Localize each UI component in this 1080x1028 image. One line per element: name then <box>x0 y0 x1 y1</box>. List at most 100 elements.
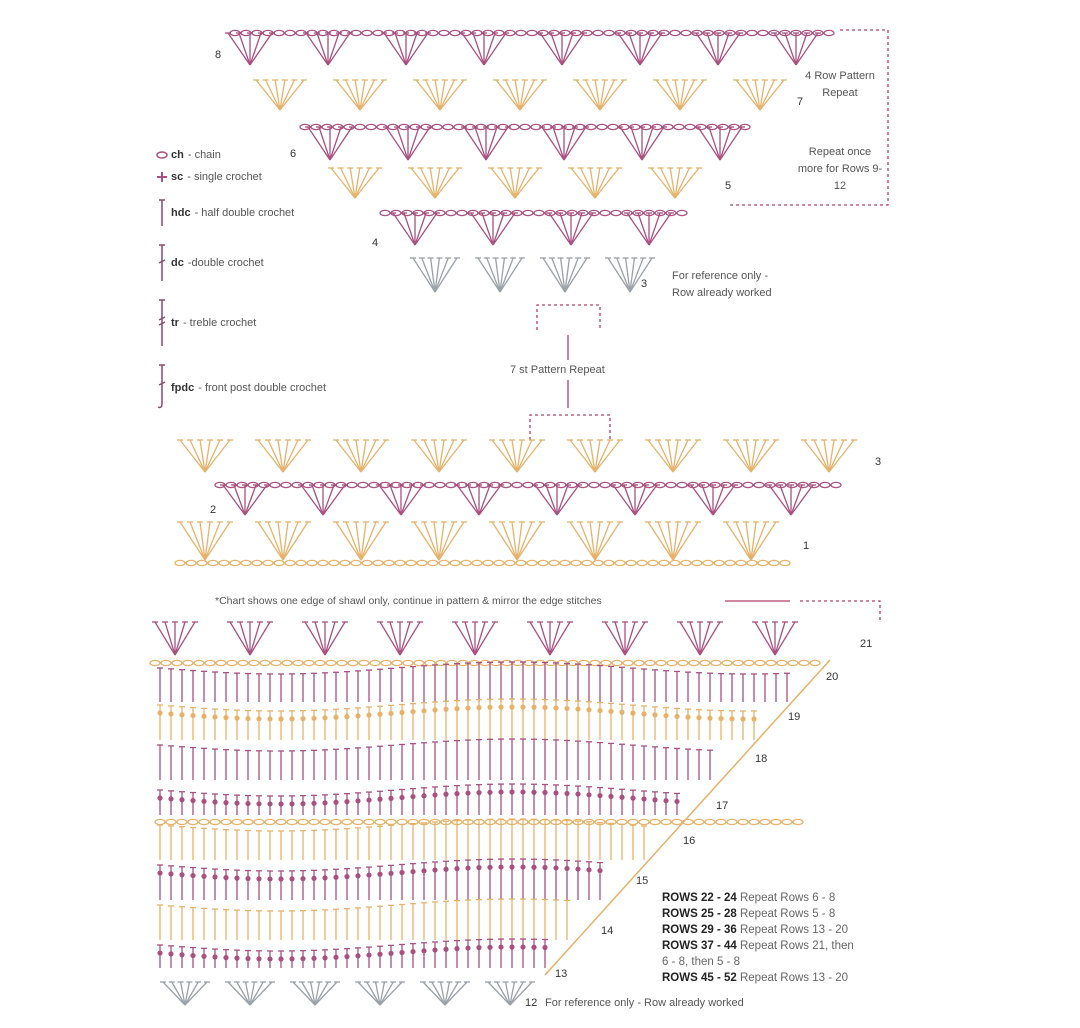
stitch <box>244 484 257 516</box>
stitch <box>396 126 409 161</box>
bobble-stitch <box>157 870 163 876</box>
chain-stitch <box>306 559 318 567</box>
stitch <box>499 257 523 293</box>
bobble-stitch <box>465 790 471 796</box>
stitch <box>282 439 299 473</box>
chain-stitch <box>429 818 441 826</box>
stitch <box>669 167 676 199</box>
bobble-stitch <box>212 799 218 805</box>
stitch <box>429 257 436 293</box>
stitch <box>415 79 441 111</box>
chain-stitch <box>647 29 659 37</box>
chain-stitch <box>819 481 831 489</box>
stitch <box>199 439 206 473</box>
bobble-stitch <box>355 953 361 959</box>
chain-stitch <box>291 481 303 489</box>
stitch <box>564 257 571 293</box>
stitch <box>414 212 438 246</box>
stitch <box>184 981 191 1006</box>
stitch <box>470 212 494 246</box>
bobble-stitch <box>586 792 592 798</box>
chain-stitch <box>471 559 483 567</box>
bobble-stitch <box>443 791 449 797</box>
bobble-stitch <box>311 715 317 721</box>
chain-stitch <box>409 123 421 131</box>
stitch <box>790 484 814 516</box>
bobble-stitch <box>201 953 207 959</box>
stitch <box>431 981 446 1006</box>
chain-stitch <box>735 29 747 37</box>
bobble-stitch <box>168 951 174 957</box>
stitch <box>719 126 743 161</box>
stitch <box>790 484 803 516</box>
stitch <box>249 32 273 66</box>
legend-fpdc: fpdc- front post double crochet <box>155 363 326 413</box>
chain-stitch <box>185 559 197 567</box>
bobble-stitch <box>608 708 614 715</box>
chain-stitch <box>522 209 534 217</box>
legend-dc: dc-double crochet <box>155 243 264 283</box>
chain-stitch <box>317 29 329 37</box>
stitch <box>490 167 516 199</box>
bobble-stitch <box>421 868 427 874</box>
stitch <box>322 484 346 516</box>
chain-stitch <box>797 481 809 489</box>
bobble-stitch <box>289 876 295 882</box>
stitch <box>434 167 441 199</box>
chain-stitch <box>616 818 628 826</box>
stitch <box>579 521 596 561</box>
stitch <box>556 484 580 516</box>
rows-item: ROWS 29 - 36 Repeat Rows 13 - 20 <box>662 924 849 936</box>
chain-stitch <box>431 123 443 131</box>
bobble-stitch <box>278 956 284 962</box>
chain-stitch <box>680 559 692 567</box>
chain-stitch <box>640 123 652 131</box>
stitch <box>828 439 855 473</box>
stitch <box>514 167 540 199</box>
bobble-stitch <box>652 797 658 803</box>
stitch <box>164 621 176 656</box>
chain-stitch <box>379 209 391 217</box>
stitch <box>461 32 485 66</box>
stitch <box>564 257 579 293</box>
stitch <box>624 257 631 293</box>
chain-stitch <box>693 818 705 826</box>
stitch <box>389 621 401 656</box>
bobble-stitch <box>157 950 163 956</box>
bobble-stitch <box>674 713 680 720</box>
stitch <box>199 521 206 561</box>
stitch <box>650 167 676 199</box>
stitch <box>509 981 533 1006</box>
stitch <box>754 79 761 111</box>
stitch <box>575 79 601 111</box>
stitch <box>318 126 331 161</box>
stitch <box>483 32 496 66</box>
stitch <box>486 257 501 293</box>
rows-item: ROWS 45 - 52 Repeat Rows 13 - 20 <box>662 972 849 984</box>
chain-stitch <box>809 659 821 667</box>
stitch <box>282 521 299 561</box>
chain-stitch <box>698 481 710 489</box>
bobble-stitch <box>278 716 284 722</box>
stitch <box>647 439 674 473</box>
stitch <box>383 32 407 66</box>
chain-stitch <box>779 29 791 37</box>
bobble-stitch <box>300 716 306 722</box>
stitch <box>467 484 480 516</box>
stitch <box>179 521 206 561</box>
bobble-stitch <box>608 793 614 800</box>
chain-stitch <box>160 659 172 667</box>
chain-stitch <box>544 209 556 217</box>
stitch <box>570 212 594 246</box>
stitch <box>400 484 413 516</box>
chain-stitch <box>231 818 243 826</box>
bobble-stitch <box>443 946 449 952</box>
bobble-stitch <box>333 799 339 805</box>
chain-stitch <box>247 481 259 489</box>
chain-stitch <box>709 481 721 489</box>
chain-stitch <box>627 818 639 826</box>
bobble-stitch <box>663 713 669 719</box>
chain-stitch <box>423 481 435 489</box>
stitch <box>559 212 572 246</box>
stitch <box>725 521 752 561</box>
